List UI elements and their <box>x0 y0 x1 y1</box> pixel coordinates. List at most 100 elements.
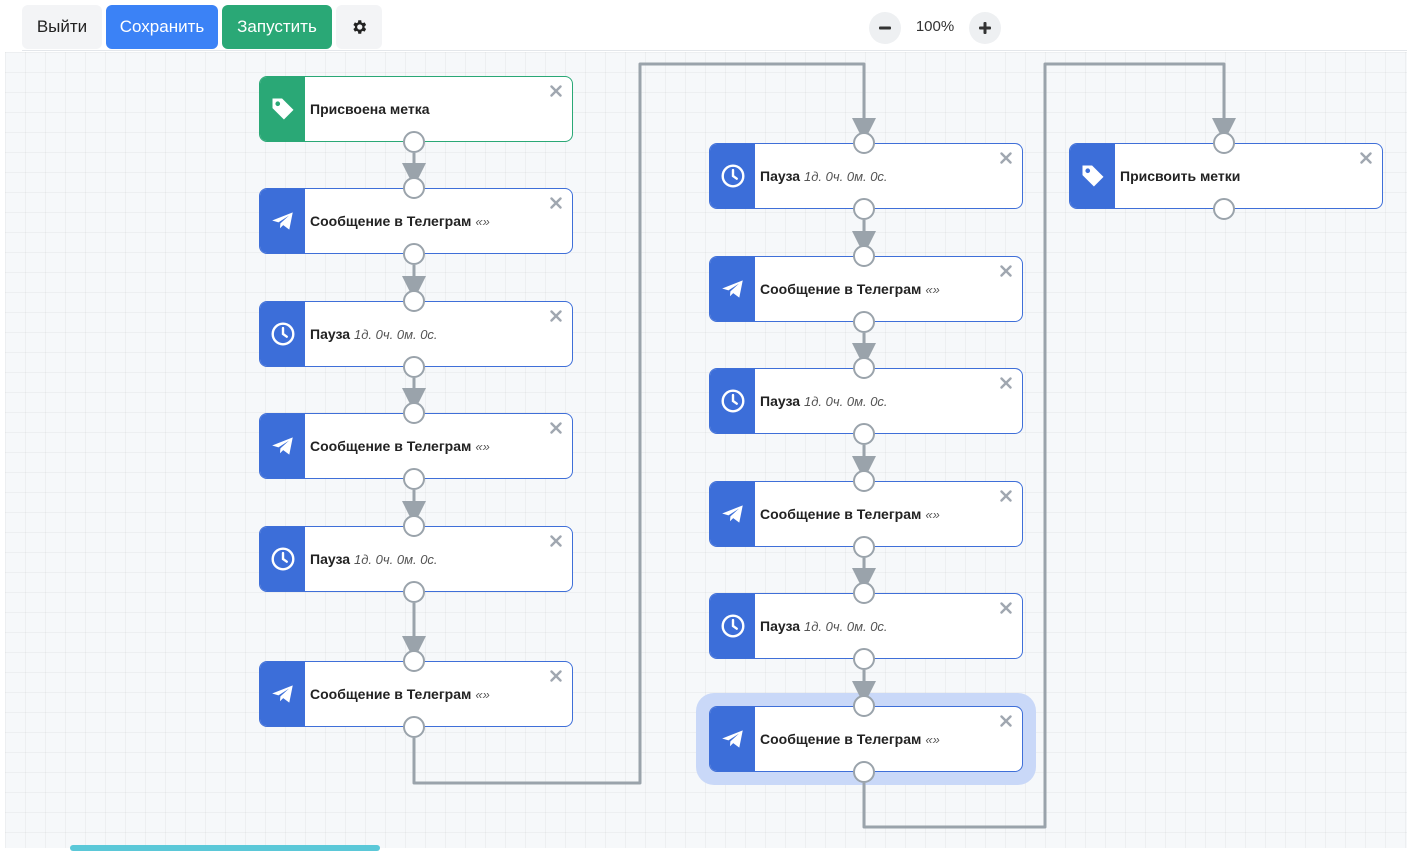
output-port[interactable] <box>853 423 875 445</box>
node-title: Сообщение в Телеграм <box>760 506 922 522</box>
node-title: Пауза <box>310 551 351 567</box>
input-port[interactable] <box>853 245 875 267</box>
connection-wire <box>412 62 876 785</box>
delete-node-icon[interactable] <box>1000 602 1012 618</box>
delete-node-icon[interactable] <box>550 422 562 438</box>
output-port[interactable] <box>1213 198 1235 220</box>
settings-button[interactable] <box>336 5 382 49</box>
clock-icon <box>720 613 746 639</box>
output-port[interactable] <box>403 131 425 153</box>
gear-icon <box>353 20 367 34</box>
input-port[interactable] <box>403 650 425 672</box>
telegram-icon <box>270 208 296 234</box>
node-title: Сообщение в Телеграм <box>760 731 922 747</box>
node-title: Присвоена метка <box>310 101 430 117</box>
node-detail: 1д. 0ч. 0м. 0с. <box>804 618 888 634</box>
node-label: Сообщение в Телеграм«» <box>760 707 986 771</box>
node-detail: «» <box>475 213 490 229</box>
save-button[interactable]: Сохранить <box>106 5 218 49</box>
output-port[interactable] <box>853 648 875 670</box>
output-port[interactable] <box>403 468 425 490</box>
toolbar: Выйти Сохранить Запустить 100% <box>22 2 1407 51</box>
input-port[interactable] <box>853 357 875 379</box>
node-label: Сообщение в Телеграм«» <box>760 482 986 546</box>
plus-icon <box>979 22 991 34</box>
node-icon-box <box>260 189 305 253</box>
node-detail: «» <box>925 506 940 522</box>
clock-icon <box>270 321 296 347</box>
node-detail: «» <box>475 438 490 454</box>
node-icon-box <box>260 77 305 141</box>
node-title: Пауза <box>760 618 801 634</box>
telegram-icon <box>720 276 746 302</box>
input-port[interactable] <box>403 515 425 537</box>
input-port[interactable] <box>853 470 875 492</box>
clock-icon <box>270 546 296 572</box>
node-icon-box <box>710 482 755 546</box>
telegram-icon <box>270 433 296 459</box>
delete-node-icon[interactable] <box>1000 265 1012 281</box>
bottom-panel-tab[interactable] <box>70 845 380 851</box>
zoom-in-button[interactable] <box>969 12 1001 44</box>
flow-node-tag-action[interactable]: Присвоить метки <box>1069 143 1383 209</box>
output-port[interactable] <box>403 356 425 378</box>
input-port[interactable] <box>403 290 425 312</box>
node-icon-box <box>710 707 755 771</box>
clock-icon <box>720 163 746 189</box>
node-title: Сообщение в Телеграм <box>310 686 472 702</box>
delete-node-icon[interactable] <box>550 310 562 326</box>
input-port[interactable] <box>403 177 425 199</box>
node-title: Сообщение в Телеграм <box>760 281 922 297</box>
output-port[interactable] <box>853 536 875 558</box>
clock-icon <box>720 388 746 414</box>
output-port[interactable] <box>403 243 425 265</box>
delete-node-icon[interactable] <box>550 197 562 213</box>
output-port[interactable] <box>853 311 875 333</box>
node-title: Присвоить метки <box>1120 168 1241 184</box>
node-title: Сообщение в Телеграм <box>310 213 472 229</box>
input-port[interactable] <box>1213 132 1235 154</box>
node-icon-box <box>260 527 305 591</box>
input-port[interactable] <box>403 402 425 424</box>
delete-node-icon[interactable] <box>1360 152 1372 168</box>
node-icon-box <box>710 594 755 658</box>
node-label: Присвоить метки <box>1120 144 1346 208</box>
node-detail: «» <box>925 281 940 297</box>
delete-node-icon[interactable] <box>550 535 562 551</box>
tag-icon <box>269 95 297 123</box>
output-port[interactable] <box>403 581 425 603</box>
output-port[interactable] <box>853 761 875 783</box>
input-port[interactable] <box>853 582 875 604</box>
delete-node-icon[interactable] <box>550 85 562 101</box>
input-port[interactable] <box>853 695 875 717</box>
node-detail: «» <box>925 731 940 747</box>
zoom-out-button[interactable] <box>869 12 901 44</box>
node-icon-box <box>710 257 755 321</box>
delete-node-icon[interactable] <box>550 670 562 686</box>
delete-node-icon[interactable] <box>1000 377 1012 393</box>
input-port[interactable] <box>853 132 875 154</box>
delete-node-icon[interactable] <box>1000 490 1012 506</box>
node-icon-box <box>710 369 755 433</box>
node-label: Сообщение в Телеграм«» <box>310 189 536 253</box>
delete-node-icon[interactable] <box>1000 715 1012 731</box>
exit-button[interactable]: Выйти <box>22 5 102 49</box>
telegram-icon <box>270 681 296 707</box>
run-button[interactable]: Запустить <box>222 5 332 49</box>
tag-icon <box>1079 162 1107 190</box>
node-label: Присвоена метка <box>310 77 536 141</box>
output-port[interactable] <box>403 716 425 738</box>
telegram-icon <box>720 726 746 752</box>
output-port[interactable] <box>853 198 875 220</box>
delete-node-icon[interactable] <box>1000 152 1012 168</box>
node-label: Сообщение в Телеграм«» <box>310 414 536 478</box>
node-title: Сообщение в Телеграм <box>310 438 472 454</box>
node-detail: 1д. 0ч. 0м. 0с. <box>354 551 438 567</box>
